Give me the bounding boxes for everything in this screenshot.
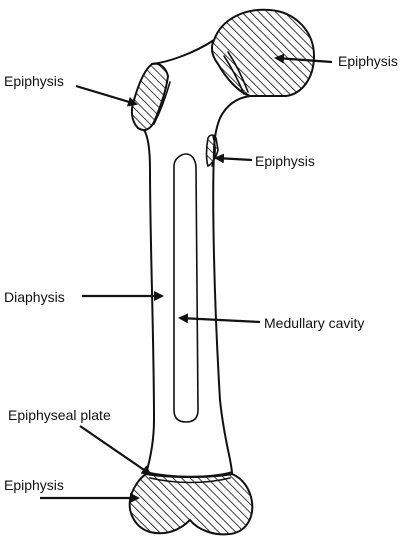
arrow-epiphyseal-plate bbox=[79, 425, 152, 476]
distal-epiphyseal-plate-line bbox=[145, 471, 233, 478]
lesser-growth-plate-line bbox=[211, 135, 216, 167]
arrow-medullary-cavity bbox=[178, 313, 261, 324]
label-epiphysis-lower: Epiphysis bbox=[4, 477, 64, 493]
greater-trochanter-epiphysis bbox=[130, 62, 170, 131]
lesser-trochanter-epiphysis bbox=[205, 134, 219, 168]
femoral-head-epiphysis bbox=[210, 8, 316, 97]
arrow-epiphysis-lesser bbox=[214, 153, 253, 164]
medullary-cavity-outline bbox=[173, 153, 199, 423]
distal-epiphyseal-plate-line-2 bbox=[149, 477, 231, 484]
label-medullary-cavity: Medullary cavity bbox=[264, 315, 364, 331]
head-growth-plate-line bbox=[227, 51, 249, 93]
label-epiphysis-head: Epiphysis bbox=[338, 53, 398, 69]
label-epiphysis-upper-left: Epiphysis bbox=[4, 73, 64, 89]
head-growth-plate-line-2 bbox=[223, 55, 245, 95]
label-diaphysis: Diaphysis bbox=[4, 289, 65, 305]
arrow-epiphysis-head bbox=[274, 53, 333, 64]
label-epiphysis-lesser: Epiphysis bbox=[255, 153, 315, 169]
arrow-epiphysis-upper-left bbox=[75, 84, 138, 107]
label-epiphyseal-plate: Epiphyseal plate bbox=[8, 407, 111, 423]
bone-outline bbox=[143, 39, 251, 475]
trochanter-growth-plate-line bbox=[153, 81, 171, 125]
